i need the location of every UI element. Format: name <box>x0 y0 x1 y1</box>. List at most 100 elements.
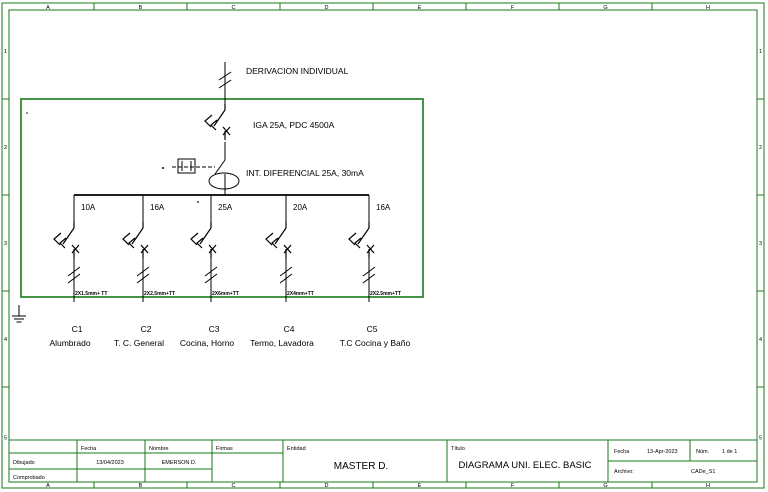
row-label-left: 2 <box>4 145 7 151</box>
col-label-top: A <box>46 5 50 11</box>
circuit-c2: 16A 2X2.5mm+TT C2 T. C. General <box>114 195 175 348</box>
title-block <box>9 439 757 482</box>
col-label-bottom: E <box>418 483 422 489</box>
fecha-header: Fecha <box>81 446 97 452</box>
board-enclosure <box>20 98 424 298</box>
cable-slash <box>362 273 376 284</box>
main-breaker-symbol <box>204 104 231 140</box>
archivo-value: CADe_S1 <box>691 469 715 475</box>
col-label-top: F <box>511 5 515 11</box>
col-label-bottom: F <box>511 483 515 489</box>
col-label-bottom: C <box>232 483 236 489</box>
fecha-value: 13-Apr-2023 <box>647 449 678 455</box>
archivo-label: Archivo: <box>614 469 634 475</box>
circuit-cable: 2X1.5mm+ TT <box>75 291 107 297</box>
nombre-header: Nombre <box>149 446 169 452</box>
circuit-name: Cocina, Horno <box>180 338 235 348</box>
dibujado-nombre: EMERSON D. <box>162 460 197 466</box>
circuit-name: Alumbrado <box>49 338 90 348</box>
circuit-rating: 16A <box>150 203 165 212</box>
col-label-bottom: B <box>139 483 143 489</box>
cable-slash <box>67 266 81 277</box>
rcd-symbol <box>172 142 240 195</box>
titulo-header: Título <box>451 446 465 452</box>
row-label-right: 5 <box>759 436 762 442</box>
row-label-left: 3 <box>4 241 7 247</box>
titulo-value: DIAGRAMA UNI. ELEC. BASIC <box>458 460 591 471</box>
cable-slash <box>204 273 218 284</box>
breaker-icon <box>53 222 80 258</box>
circuit-name: Termo, Lavadora <box>250 338 314 348</box>
main-breaker-icon <box>204 104 231 140</box>
marker-dot <box>197 201 199 203</box>
rcd-dot <box>162 167 164 169</box>
circuit-id: C1 <box>72 324 83 334</box>
circuit-id: C2 <box>141 324 152 334</box>
breaker-icon <box>122 222 149 258</box>
circuit-c5: 16A 2X2.5mm+TT C5T.C Cocina y Baño <box>340 195 411 348</box>
breaker-icon <box>190 222 217 258</box>
dibujado-label: Dibujado <box>13 460 35 466</box>
num-value: 1 de 1 <box>722 449 737 455</box>
col-label-top: G <box>603 5 607 11</box>
circuit-rating: 16A <box>376 203 391 212</box>
row-label-right: 3 <box>759 241 762 247</box>
cable-slash <box>279 273 293 284</box>
cable-slash <box>136 273 150 284</box>
row-label-right: 2 <box>759 145 762 151</box>
row-label-left: 5 <box>4 436 7 442</box>
row-label-left: 4 <box>4 337 7 343</box>
cable-slash <box>204 266 218 277</box>
cable-slash <box>279 266 293 277</box>
earth-icon <box>12 305 26 323</box>
circuit-rating: 25A <box>218 203 233 212</box>
col-label-bottom: G <box>603 483 607 489</box>
col-label-bottom: H <box>706 483 710 489</box>
main-feed <box>218 62 232 104</box>
circuit-cable: 2X2.5mm+TT <box>144 291 175 297</box>
col-label-bottom: D <box>325 483 329 489</box>
col-label-top: H <box>706 5 710 11</box>
cable-slash <box>362 266 376 277</box>
col-label-top: E <box>418 5 422 11</box>
circuit-cable: 2X2.5mm+TT <box>370 291 401 297</box>
breaker-icon <box>265 222 292 258</box>
num-label: Núm. <box>696 449 710 455</box>
circuit-id: C4 <box>284 324 295 334</box>
entidad-header: Entidad <box>287 446 306 452</box>
row-label-right: 1 <box>759 49 762 55</box>
cable-slash <box>218 71 232 81</box>
inner-frame <box>8 9 758 483</box>
comprobado-label: Comprobado <box>13 475 45 481</box>
col-label-top: C <box>232 5 236 11</box>
entidad-value: MASTER D. <box>334 461 388 472</box>
circuit-cable: 2X6mm+TT <box>212 291 239 297</box>
marker-dot <box>26 112 28 114</box>
fecha-label: Fecha <box>614 449 630 455</box>
breaker-icon <box>348 222 375 258</box>
main-breaker-label: IGA 25A, PDC 4500A <box>253 120 335 130</box>
row-label-right: 4 <box>759 337 762 343</box>
circuit-name: T. C. General <box>114 338 164 348</box>
col-label-bottom: A <box>46 483 50 489</box>
title-block-text: Fecha Nombre Firmas Entidad Título Dibuj… <box>13 446 737 481</box>
circuit-rating: 20A <box>293 203 308 212</box>
firmas-header: Firmas <box>216 446 233 452</box>
dibujado-fecha: 13/04/2023 <box>96 460 124 466</box>
cable-slash <box>67 273 81 284</box>
circuit-cable: 2X4mm+TT <box>287 291 314 297</box>
cable-slash <box>136 266 150 277</box>
rcd-label: INT. DIFERENCIAL 25A, 30mA <box>246 168 364 178</box>
circuit-name: T.C Cocina y Baño <box>340 338 411 348</box>
row-label-left: 1 <box>4 49 7 55</box>
circuit-id: C5 <box>367 324 378 334</box>
circuit-id: C3 <box>209 324 220 334</box>
col-label-top: D <box>325 5 329 11</box>
